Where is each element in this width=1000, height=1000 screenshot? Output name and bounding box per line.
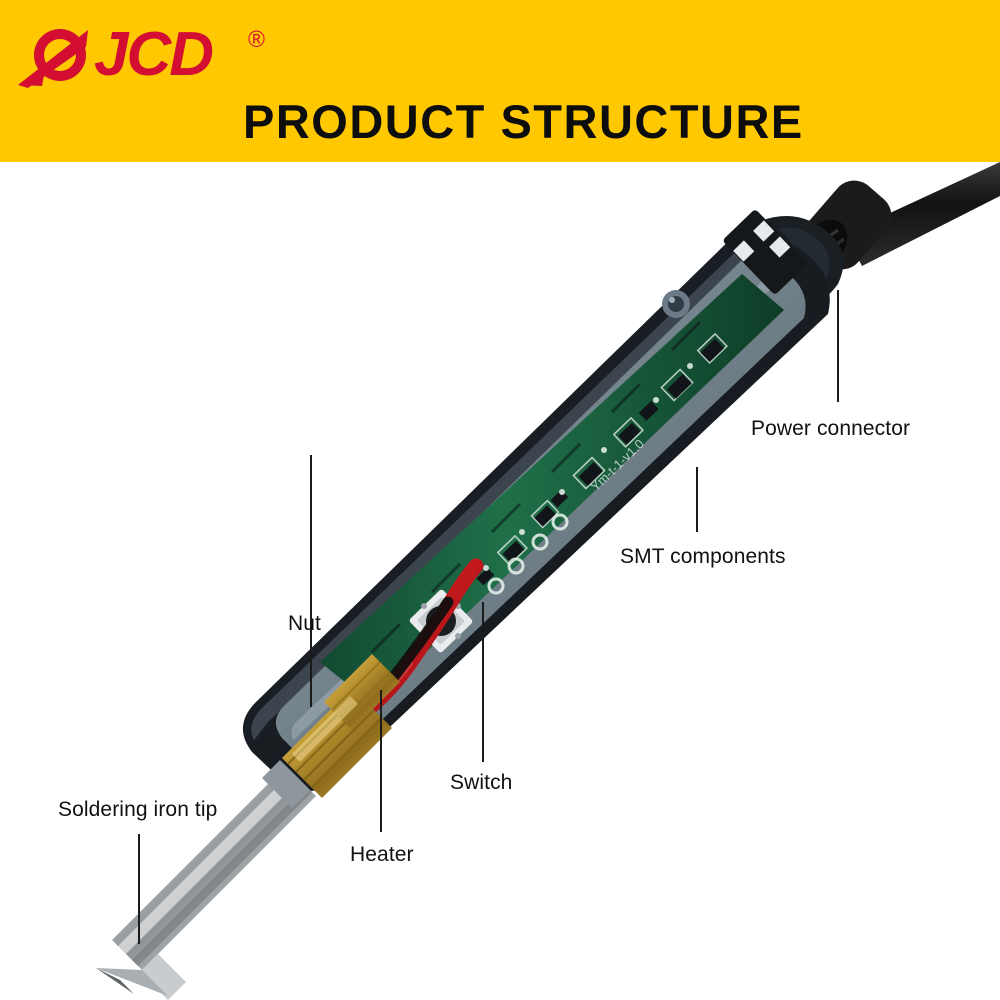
jcd-circle-slash-logo-icon bbox=[18, 29, 88, 88]
page-title: PRODUCT STRUCTURE bbox=[243, 95, 804, 148]
callout-power-connector: Power connector bbox=[751, 417, 911, 440]
leader-lines bbox=[138, 290, 839, 944]
power-connector-block bbox=[723, 210, 807, 294]
callout-switch: Switch bbox=[450, 771, 513, 794]
brand-logo: JCD ® bbox=[16, 20, 276, 92]
callout-smt-components: SMT components bbox=[620, 545, 786, 568]
pcb-board: Ym-t-1-v1.0 bbox=[320, 274, 784, 704]
callout-nut: Nut bbox=[288, 612, 321, 635]
brand-name: JCD bbox=[94, 20, 214, 89]
shell-seam-lines bbox=[370, 320, 702, 654]
product-photo: Ym-t-1-v1.0 bbox=[96, 162, 1000, 1000]
pcb-inductor bbox=[662, 290, 690, 318]
registered-trademark-icon: ® bbox=[248, 26, 265, 52]
callout-soldering-iron-tip: Soldering iron tip bbox=[58, 798, 218, 821]
soldering-iron-tip bbox=[96, 760, 316, 1000]
callout-heater: Heater bbox=[350, 843, 414, 866]
brass-nut bbox=[282, 654, 400, 798]
header-banner: JCD ® PRODUCT STRUCTURE bbox=[0, 0, 1000, 162]
smt-chip-group bbox=[476, 338, 725, 586]
